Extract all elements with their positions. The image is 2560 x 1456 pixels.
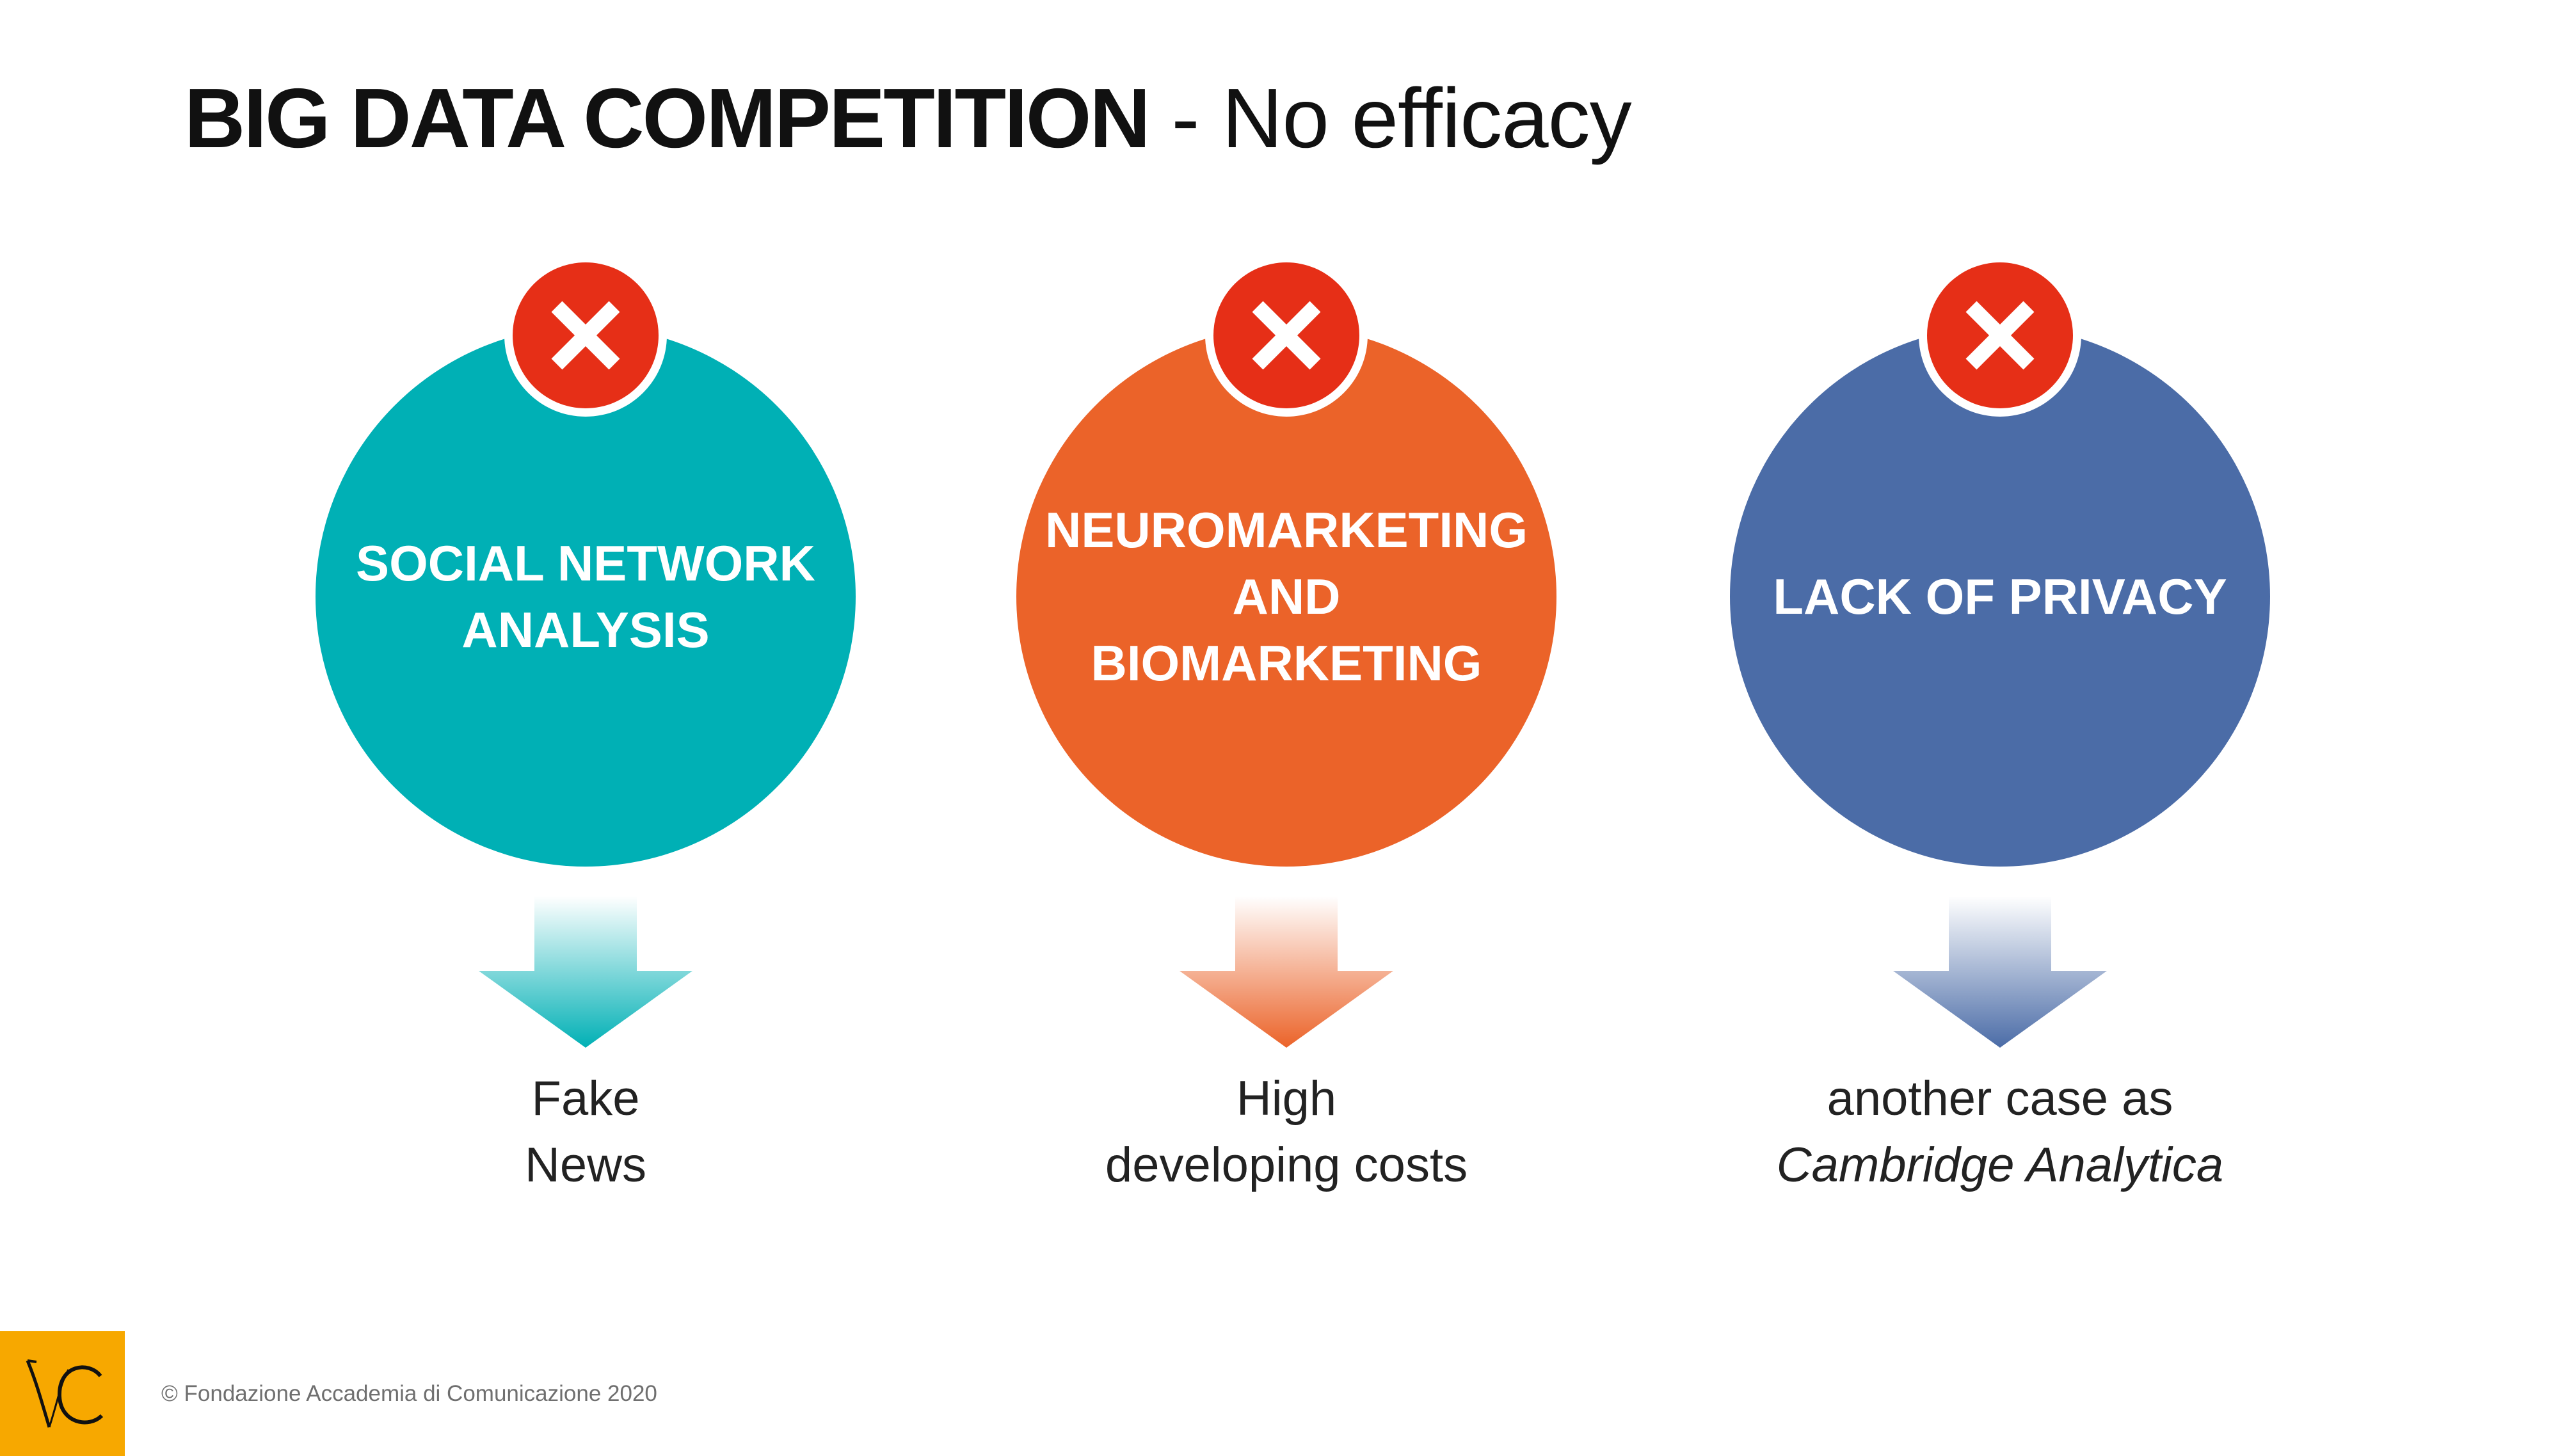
- slide-title: BIG DATA COMPETITION - No efficacy: [184, 70, 1632, 166]
- copyright-text: © Fondazione Accademia di Comunicazione …: [161, 1381, 657, 1406]
- topic-label: NEUROMARKETING AND BIOMARKETING: [1045, 502, 1528, 691]
- title-bold: BIG DATA COMPETITION: [184, 71, 1151, 165]
- topic-label: LACK OF PRIVACY: [1773, 568, 2227, 625]
- topic-label: SOCIAL NETWORK ANALYSIS: [356, 535, 815, 658]
- column-lack-of-privacy: LACK OF PRIVACY another case as Cambridg…: [1680, 0, 2320, 1440]
- cross-icon: [1919, 254, 2081, 417]
- caption-line: News: [524, 1138, 647, 1192]
- topic-caption: High developing costs: [966, 1066, 1606, 1199]
- caption-line: another case as: [1827, 1071, 2173, 1126]
- title-subtitle: - No efficacy: [1148, 71, 1631, 165]
- caption-line: developing costs: [1105, 1138, 1468, 1192]
- caption-line: High: [1236, 1071, 1337, 1126]
- down-arrow-icon: [479, 896, 692, 1048]
- down-arrow-icon: [1180, 896, 1393, 1048]
- cross-icon: [1205, 254, 1368, 417]
- topic-caption: Fake News: [266, 1066, 906, 1199]
- brand-logo: [0, 1331, 125, 1456]
- column-social-network-analysis: SOCIAL NETWORK ANALYSIS Fake News: [266, 0, 906, 1440]
- column-neuromarketing: NEUROMARKETING AND BIOMARKETING High dev…: [966, 0, 1606, 1440]
- caption-line: Fake: [531, 1071, 640, 1126]
- cross-icon: [504, 254, 667, 417]
- down-arrow-icon: [1893, 896, 2107, 1048]
- caption-line: Cambridge Analytica: [1776, 1138, 2224, 1192]
- topic-caption: another case as Cambridge Analytica: [1680, 1066, 2320, 1199]
